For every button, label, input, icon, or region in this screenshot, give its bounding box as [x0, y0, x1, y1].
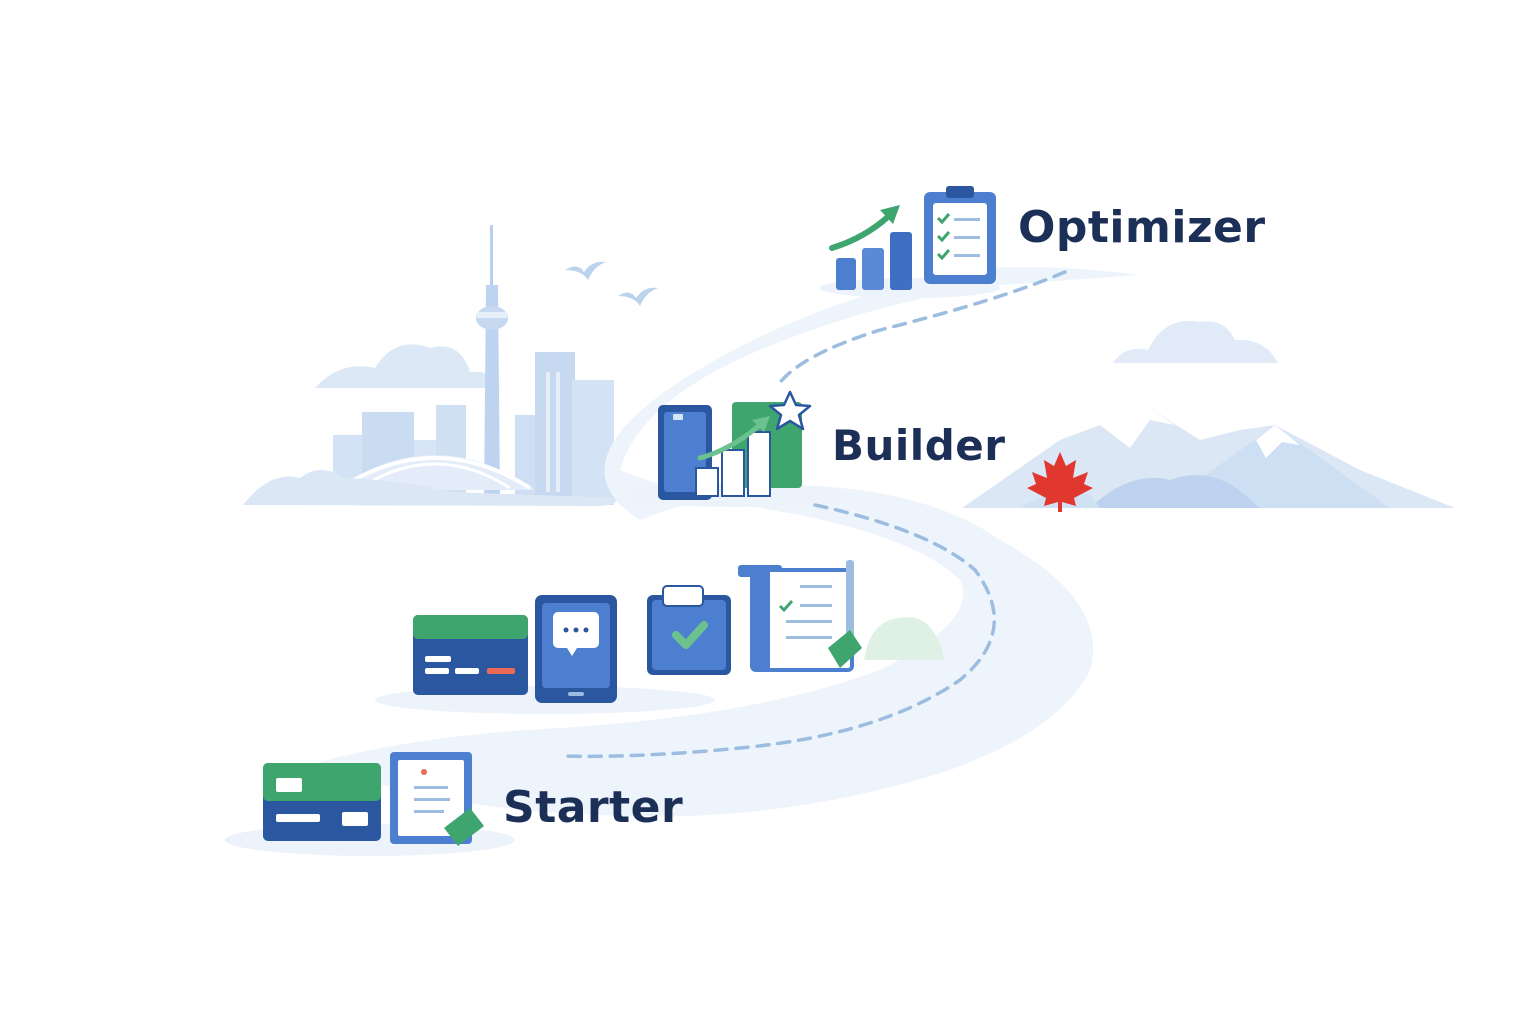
path-dashes-lower	[558, 503, 997, 759]
cn-tower-icon	[476, 225, 508, 500]
winding-path	[320, 266, 1140, 817]
document-pencil-icon	[390, 752, 484, 846]
document-checklist-icon	[738, 560, 862, 672]
midpoint-stage	[413, 560, 944, 703]
birds-icon	[565, 261, 658, 306]
credit-card-icon	[413, 615, 528, 695]
stage-label-builder: Builder	[832, 421, 1005, 470]
path-dashes-upper	[776, 270, 1067, 387]
phone-chat-icon	[535, 595, 617, 703]
starter-stage: Starter	[263, 752, 683, 846]
growth-chart-icon	[829, 205, 912, 290]
bar-chart-star-icon	[695, 390, 812, 497]
builder-stage: Builder	[658, 390, 1005, 500]
clipboard-check-icon	[647, 585, 731, 675]
optimizer-stage: Optimizer	[829, 186, 1266, 290]
mountains-icon	[962, 405, 1455, 508]
cloud-icon	[1113, 320, 1278, 363]
maple-leaf-icon	[1027, 452, 1093, 512]
toronto-skyline-icon	[243, 225, 620, 506]
stage-label-starter: Starter	[503, 782, 683, 833]
credit-card-icon	[263, 763, 381, 841]
stage-label-optimizer: Optimizer	[1018, 202, 1266, 253]
clipboard-checklist-icon	[924, 186, 996, 284]
